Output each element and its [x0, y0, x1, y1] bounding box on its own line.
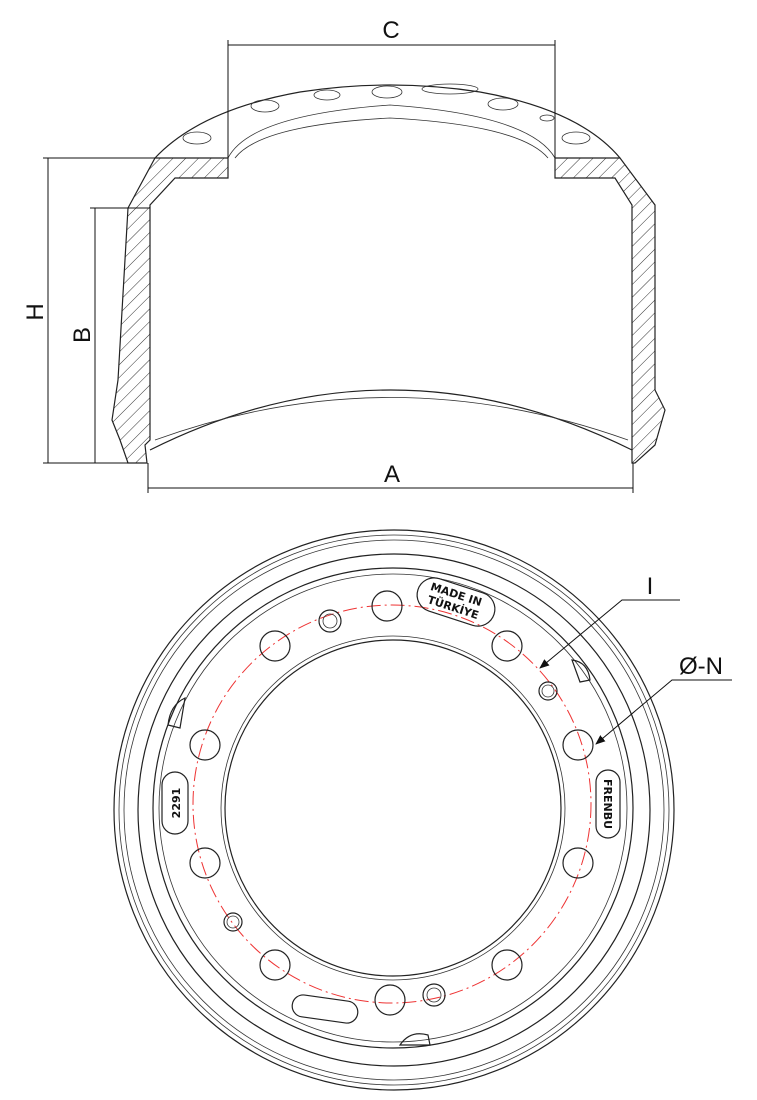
bolt-hole — [259, 630, 291, 662]
bolt-hole — [189, 729, 221, 761]
threaded-hole-inner — [226, 915, 240, 929]
bolt-circle — [192, 604, 592, 1004]
flange-inner-arc-2 — [234, 117, 549, 159]
part-number-marking: 2291 — [161, 771, 189, 835]
outer-rim-3 — [123, 539, 665, 1081]
balance-tab — [167, 696, 186, 729]
small-hole — [539, 114, 555, 122]
center-bore-chamfer — [220, 635, 566, 981]
drum-rim-arc — [149, 389, 633, 451]
bolt-hole — [491, 949, 523, 981]
made-in-badge — [416, 577, 496, 627]
bolt-hole — [313, 89, 341, 101]
bolt-hole — [491, 630, 523, 662]
drum-wall — [137, 553, 651, 1067]
brand-badge — [595, 769, 621, 839]
bolt-holes — [189, 590, 594, 1016]
label-i: I — [647, 573, 654, 600]
flange-inner-arc — [227, 104, 556, 159]
center-bore — [224, 639, 562, 977]
part-number-badge — [161, 771, 189, 835]
bolt-hole — [371, 85, 403, 99]
dimension-b-label: B — [69, 327, 96, 343]
flange-top-outline — [154, 84, 621, 159]
flange-holes — [182, 83, 591, 145]
drum-rim-arc-inner — [154, 397, 629, 441]
outer-rim-2 — [118, 534, 670, 1086]
brand-marking: FRENBU — [595, 769, 621, 839]
side-section-view: C H B A — [22, 17, 666, 493]
dimension-h-label: H — [22, 303, 49, 320]
cast-marking — [421, 83, 479, 95]
balance-tab — [398, 1033, 431, 1046]
bolt-hole — [487, 97, 519, 111]
plan-view: MADE IN TÜRKİYE 2291 FRENBU I Ø-N — [113, 529, 732, 1091]
bolt-hole — [562, 847, 594, 879]
leader-i — [539, 599, 680, 669]
bolt-hole — [562, 729, 594, 761]
threaded-hole — [422, 983, 446, 1007]
leader-n — [595, 679, 732, 745]
bolt-hole — [561, 131, 591, 145]
brand-name: FRENBU — [601, 779, 614, 829]
label-diameter-n: Ø-N — [679, 653, 723, 680]
bolt-hole — [182, 131, 212, 145]
threaded-hole-inner — [541, 684, 555, 698]
bolt-hole — [250, 99, 280, 113]
dimension-c-label: C — [382, 17, 399, 44]
left-wall-section — [111, 157, 229, 464]
small-holes — [223, 609, 558, 1007]
bolt-hole — [189, 847, 221, 879]
right-wall-section — [554, 157, 666, 464]
threaded-hole — [223, 912, 243, 932]
outer-rim — [113, 529, 675, 1091]
threaded-hole-inner — [426, 987, 442, 1003]
flange-outer — [152, 567, 634, 1049]
part-number: 2291 — [170, 788, 183, 819]
threaded-hole-inner — [322, 613, 338, 629]
threaded-hole — [318, 609, 342, 633]
flange-outer-2 — [158, 573, 628, 1043]
made-in-marking: MADE IN TÜRKİYE — [416, 577, 496, 627]
threaded-hole — [538, 681, 558, 701]
inspection-slot — [291, 994, 359, 1024]
bolt-hole — [259, 949, 291, 981]
balance-tab — [571, 659, 591, 683]
bolt-hole — [374, 984, 406, 1016]
bolt-hole — [371, 590, 403, 622]
dimension-a-label: A — [384, 461, 400, 488]
